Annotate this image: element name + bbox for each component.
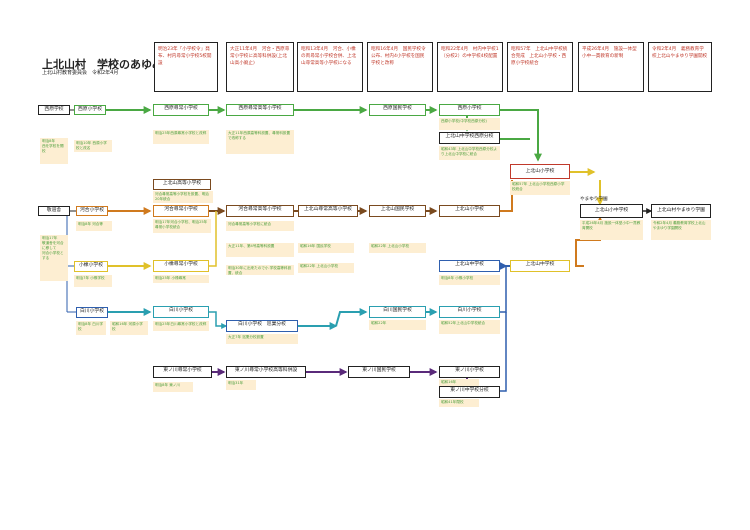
note-nishihara-6: 昭和43年 上北山中学校西原分校より上北山中学校に統合 xyxy=(439,146,500,160)
kamikitayama-koto-box: 上北山高等小学校 xyxy=(153,179,211,190)
note-koto: 河合尋常高等小学校を設置、明治20年統合 xyxy=(153,191,213,203)
konagi-jinjo-box: 小橡尋常小学校 xyxy=(153,260,209,272)
note-chu-1: 明治8年 小橡小学校 xyxy=(439,275,500,285)
era-box-showa13: 昭和13年4月 河合、小橡の両尋常小学校合併、上北山尋常高等小学校になる xyxy=(297,42,363,92)
nishihara-kokumin-box: 西原国民学校 xyxy=(369,104,426,116)
shirakawa-sho2-box: 白川小学校 xyxy=(153,306,209,318)
note-kawai-4: 大正11年、第4号高等科設置 xyxy=(226,243,294,257)
note-shirakawa-5: 昭和22年 xyxy=(369,320,426,330)
kawai-jinjo-box: 河合尋常小学校 xyxy=(153,205,209,217)
nishihara-gakko-box: 西原学校 xyxy=(38,105,70,115)
note-higashino-2: 明治31年 xyxy=(226,380,256,390)
kamikita-kokumin-box: 上北山国民学校 xyxy=(369,205,426,217)
note-kyoikusha: 明治17年 敬道舎を河合に移して 河合小学校とする xyxy=(40,235,68,281)
note-konagi-1: 明治7年 小橡学校 xyxy=(74,275,112,287)
kamikita-jinjo-koto-box: 上北山尋常高等小学校 xyxy=(298,205,358,217)
kamikita-chu-nishihara-box: 上北山中学校西原分校 xyxy=(439,132,500,144)
note-shirakawa-1: 明治8年 白川学校 xyxy=(76,321,106,335)
note-kawai-6: 昭和22年 上北山小学校 xyxy=(298,263,354,273)
kamikita-chu2-box: 上北山中学校 xyxy=(510,260,570,272)
era-box-taisho: 大正11年4月 河合・西原尋常小学校に高等科併設(上北山高小廃止) xyxy=(226,42,294,92)
note-kokumin: 昭和22年 上北山小学校 xyxy=(369,243,426,253)
kyoikusha-box: 敬道舎 xyxy=(38,206,70,216)
higashino-jinjo-koto-box: 東ノ川尋常小学校高等科併設 xyxy=(226,366,306,378)
note-yamayuri: 平成26年4月 施設一体型小中一貫教育開校 xyxy=(580,220,643,240)
shirakawa-sho-box: 白川小学校 xyxy=(76,307,108,318)
era-box-showa57: 昭和57年 上北山中学校統合完成 上北山小学校・西原小学校統合 xyxy=(507,42,573,92)
shirakawa-bunkyo-box: 白川小学校 巡業分校 xyxy=(226,320,298,332)
kawai-jinjo-koto-box: 河合尋常高等小学校 xyxy=(226,205,294,217)
shirakawa-kokumin-box: 白川国民学校 xyxy=(369,306,426,318)
note-konagi-2: 明治25年 小橡尋常 xyxy=(153,275,209,283)
yamayuri-heading: やまゆり学園 xyxy=(580,197,608,202)
note-kawai-2: 明治17年河合小学校、明治25年尋常小学校統合 xyxy=(153,219,211,233)
kamikita-sho-box: 上北山小学校 xyxy=(439,205,500,217)
higashino-sho-box: 東ノ川小学校 xyxy=(439,366,500,378)
nishihara-jinjo-koto-box: 西原尋常高等小学校 xyxy=(226,104,294,116)
yamayuri-box: 上北山小中学校 xyxy=(580,204,643,218)
page-subtitle: 上北山村教育委員会 令和2年4月 xyxy=(42,70,119,76)
nishihara-sho-box: 西原小学校 xyxy=(74,105,106,115)
konagi-sho-box: 小橡小学校 xyxy=(74,261,108,272)
note-nishihara-1: 明治8年 西を学校を開校 xyxy=(40,138,68,164)
kamikita-chu-box: 上北山中学校 xyxy=(439,260,500,272)
konagi-connectors xyxy=(108,211,508,270)
era-box-heisei26: 平成26年4月 施設一体型小中一貫教育の新制 xyxy=(578,42,644,92)
note-higashino-4: 昭和41年閉校 xyxy=(439,399,479,407)
higashino-chu-box: 東ノ川中学校分校 xyxy=(439,386,500,398)
note-kawai-3: 河合尋常高等小学校に統合 xyxy=(226,221,294,231)
note-nishihara-4: 大正11年西原高等科設置、尋常科設置で改称する xyxy=(226,130,294,154)
shirakawa-sho3-box: 白川小学校 xyxy=(439,306,500,318)
higashino-jinjo-box: 東ノ川尋常小学校 xyxy=(153,366,212,378)
nishihara-jinjo-box: 西原尋常小学校 xyxy=(153,104,209,116)
note-yamayuri-final: 令和2年4月 義務教育学校上北山やまゆり学園開校 xyxy=(651,220,711,240)
era-box-showa22: 昭和22年4月 村内中学校1（分校2）の中学校4校配置 xyxy=(437,42,503,92)
note-kawai-1: 明治8年 河合等 xyxy=(76,221,112,231)
yamayuri-final-box: 上北山村やまゆり学園 xyxy=(651,204,711,218)
note-kawai-7: 明治30年に出来たので小 学校高等科設置、統合 xyxy=(226,265,294,275)
page-title: 上北山村 学校のあゆみ xyxy=(42,58,163,71)
note-shirakawa-2: 昭和16年 河原小学校 xyxy=(110,321,148,335)
note-shirakawa-4: 大正7年 巡業分校設置 xyxy=(226,334,298,344)
era-box-reiwa2: 令和2年4月 義務教育学校上北山やまゆり学園開校 xyxy=(648,42,712,92)
note-sho-a: 昭和57年 上北山小学校西原小学校統合 xyxy=(510,181,570,195)
note-shirakawa-3: 明治25年白川尋常小学校と改称 xyxy=(153,321,209,331)
kawai-sho-box: 河合小学校 xyxy=(76,206,108,216)
note-nishihara-2: 明治10年 西原小学校と改名 xyxy=(74,140,112,152)
note-kawai-5: 昭和16年 国民学校 xyxy=(298,243,354,253)
higashino-kokumin-box: 東ノ川国民学校 xyxy=(348,366,410,378)
era-box-meiji: 明治23年「小学校令」発布、村内尋常小学校5校開設 xyxy=(154,42,218,92)
note-higashino-3: 昭和16年 xyxy=(439,379,479,386)
note-nishihara-5: 西原小学校(中学校西原分校) xyxy=(439,118,500,130)
era-box-showa16: 昭和16年4月 国民学校令公布、村内4小学校を国民学校と改称 xyxy=(367,42,433,92)
nishihara-sho2-box: 西原小学校 xyxy=(439,104,500,116)
note-nishihara-3: 明治25年西原尋常小学校と改称 xyxy=(153,130,209,144)
note-higashino-1: 明治8年 東ノ川 xyxy=(153,382,193,392)
kamikitayama-sho-a-box: 上北山小学校 xyxy=(510,164,570,179)
note-shirakawa-6: 昭和52年上北山中学校統合 xyxy=(439,320,500,334)
